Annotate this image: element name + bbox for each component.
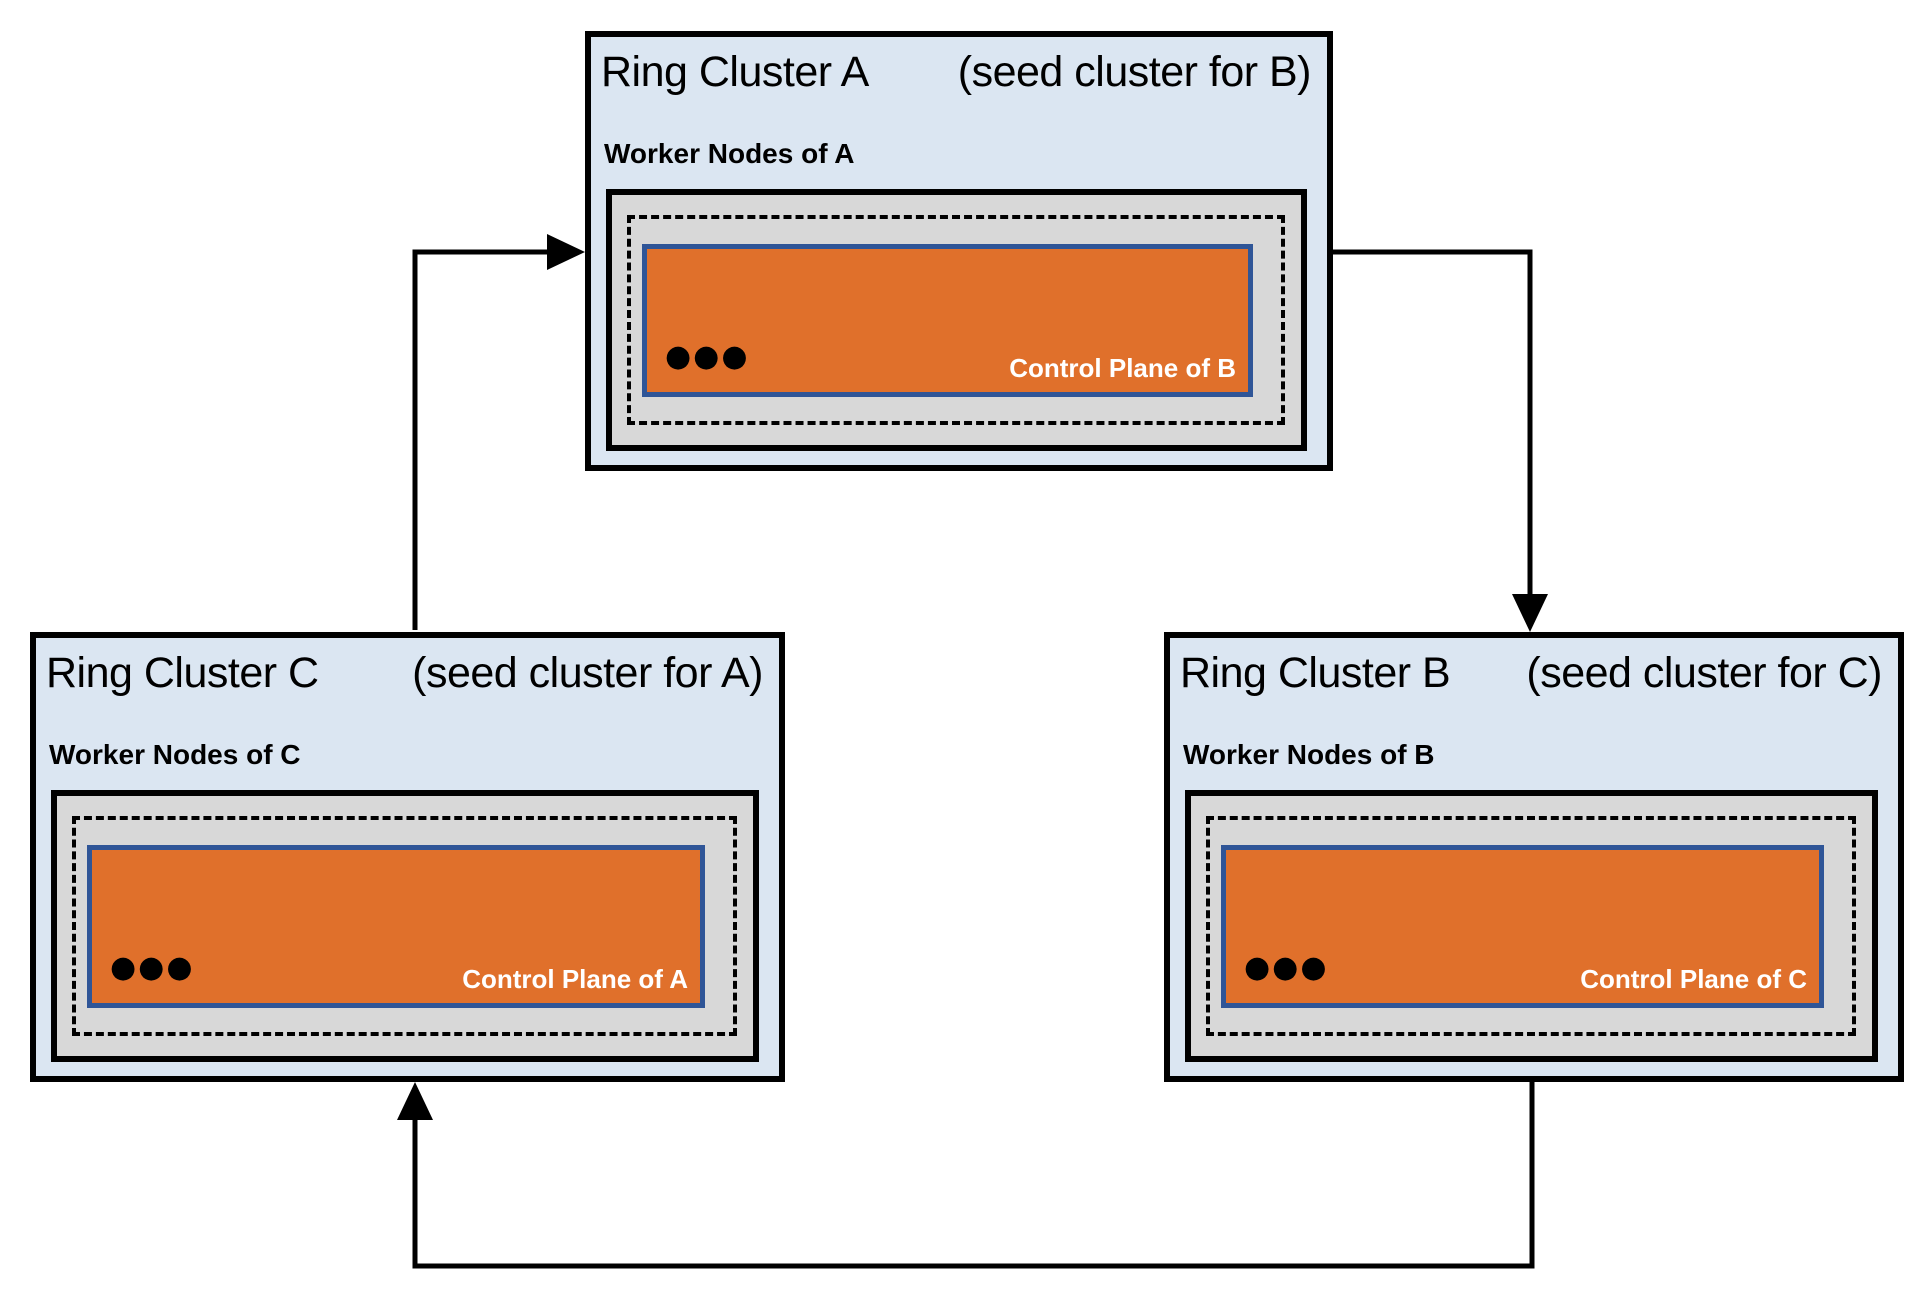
- cluster-a-title-row: Ring Cluster A (seed cluster for B): [591, 37, 1327, 99]
- cluster-a-worker-label: Worker Nodes of A: [604, 137, 855, 169]
- cluster-a-dashed-ring: ●●● Control Plane of B: [627, 215, 1285, 425]
- cluster-a-box: Ring Cluster A (seed cluster for B) Work…: [585, 31, 1333, 471]
- cluster-b-dashed-ring: ●●● Control Plane of C: [1206, 816, 1856, 1036]
- arrowhead-right-icon: [547, 234, 585, 270]
- arrowhead-up-icon: [397, 1082, 433, 1120]
- cluster-c-worker-label: Worker Nodes of C: [49, 738, 301, 770]
- arrow-a-to-b: [1333, 249, 1548, 632]
- cluster-a-worker-nodes-box: ●●● Control Plane of B: [606, 189, 1307, 451]
- cluster-c-title: Ring Cluster C: [46, 649, 319, 697]
- cluster-b-subtitle: (seed cluster for C): [1526, 649, 1882, 697]
- cluster-a-control-label: Control Plane of B: [1009, 353, 1236, 384]
- cluster-b-worker-nodes-box: ●●● Control Plane of C: [1185, 790, 1878, 1062]
- cluster-c-worker-nodes-box: ●●● Control Plane of A: [51, 790, 759, 1062]
- cluster-c-dashed-ring: ●●● Control Plane of A: [72, 816, 737, 1036]
- arrow-b-to-c: [397, 1080, 1535, 1269]
- cluster-a-control-plane-box: ●●● Control Plane of B: [642, 244, 1253, 397]
- arrowhead-down-icon: [1512, 594, 1548, 632]
- cluster-a-title: Ring Cluster A: [601, 48, 869, 96]
- ellipsis-icon: ●●●: [665, 339, 750, 374]
- ellipsis-icon: ●●●: [1244, 950, 1329, 985]
- cluster-c-control-plane-box: ●●● Control Plane of A: [87, 845, 705, 1008]
- cluster-b-title: Ring Cluster B: [1180, 649, 1451, 697]
- cluster-b-box: Ring Cluster B (seed cluster for C) Work…: [1164, 632, 1904, 1082]
- cluster-b-control-plane-box: ●●● Control Plane of C: [1221, 845, 1824, 1008]
- cluster-b-control-label: Control Plane of C: [1580, 964, 1807, 995]
- cluster-c-box: Ring Cluster C (seed cluster for A) Work…: [30, 632, 785, 1082]
- ellipsis-icon: ●●●: [110, 950, 195, 985]
- cluster-c-control-label: Control Plane of A: [462, 964, 688, 995]
- cluster-c-title-row: Ring Cluster C (seed cluster for A): [36, 638, 779, 700]
- cluster-b-title-row: Ring Cluster B (seed cluster for C): [1170, 638, 1898, 700]
- arrow-c-to-a: [412, 234, 585, 630]
- cluster-c-subtitle: (seed cluster for A): [412, 649, 763, 697]
- cluster-a-subtitle: (seed cluster for B): [957, 48, 1312, 96]
- cluster-b-worker-label: Worker Nodes of B: [1183, 738, 1435, 770]
